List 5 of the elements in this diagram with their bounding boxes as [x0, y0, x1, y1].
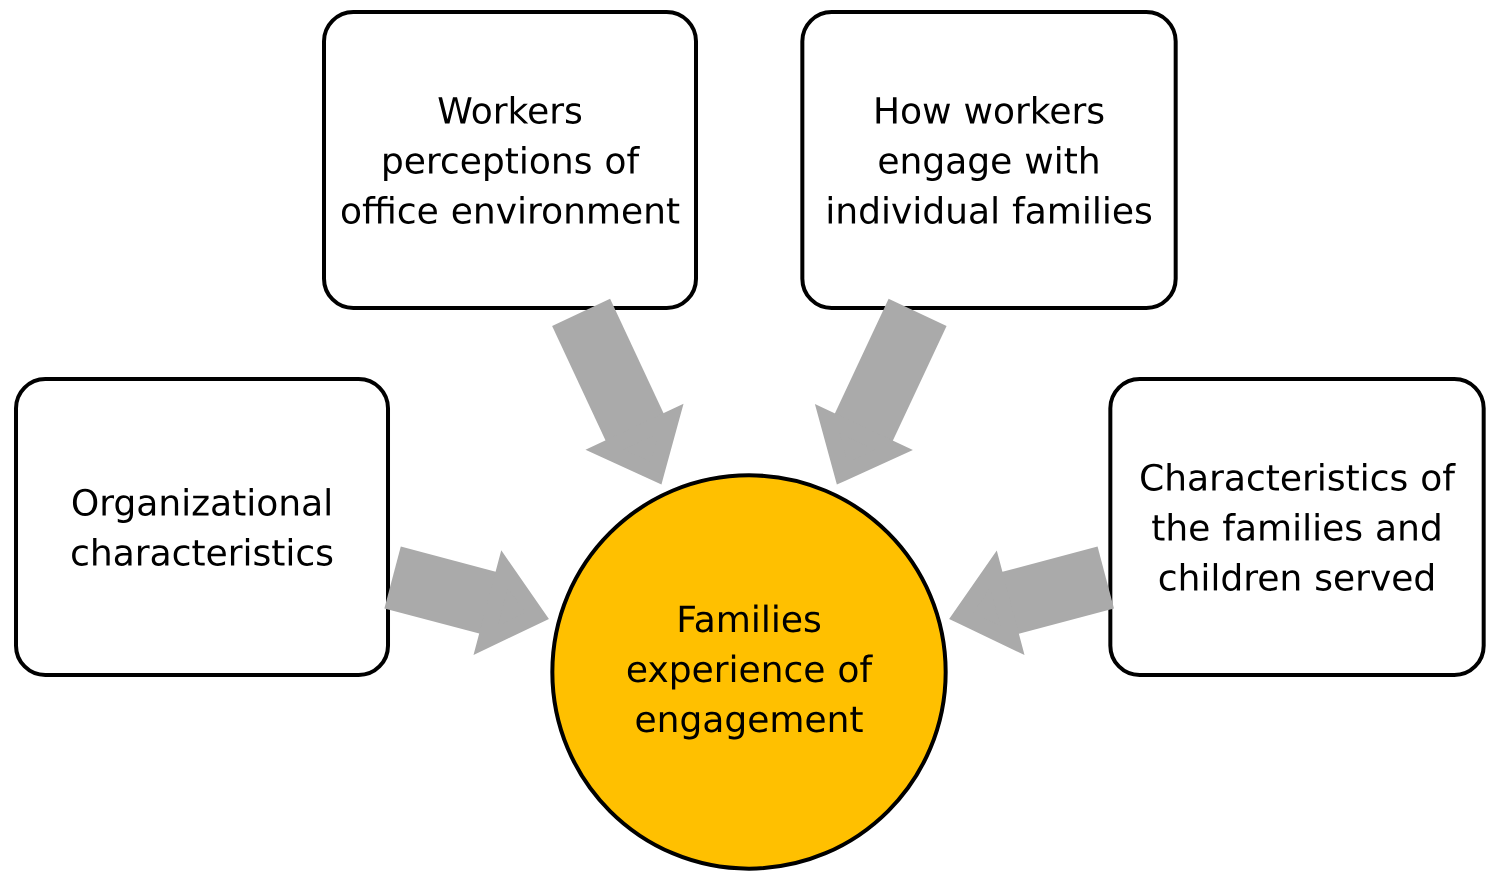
rounded-box: Organizational characteristics [14, 377, 390, 677]
rounded-box: How workers engage with individual families [800, 10, 1178, 310]
rounded-box: Characteristics of the families and children served [1108, 377, 1486, 677]
rounded-box: Workers perceptions of office environment [322, 10, 698, 310]
circle-node: Families experience of engagement [550, 473, 948, 871]
